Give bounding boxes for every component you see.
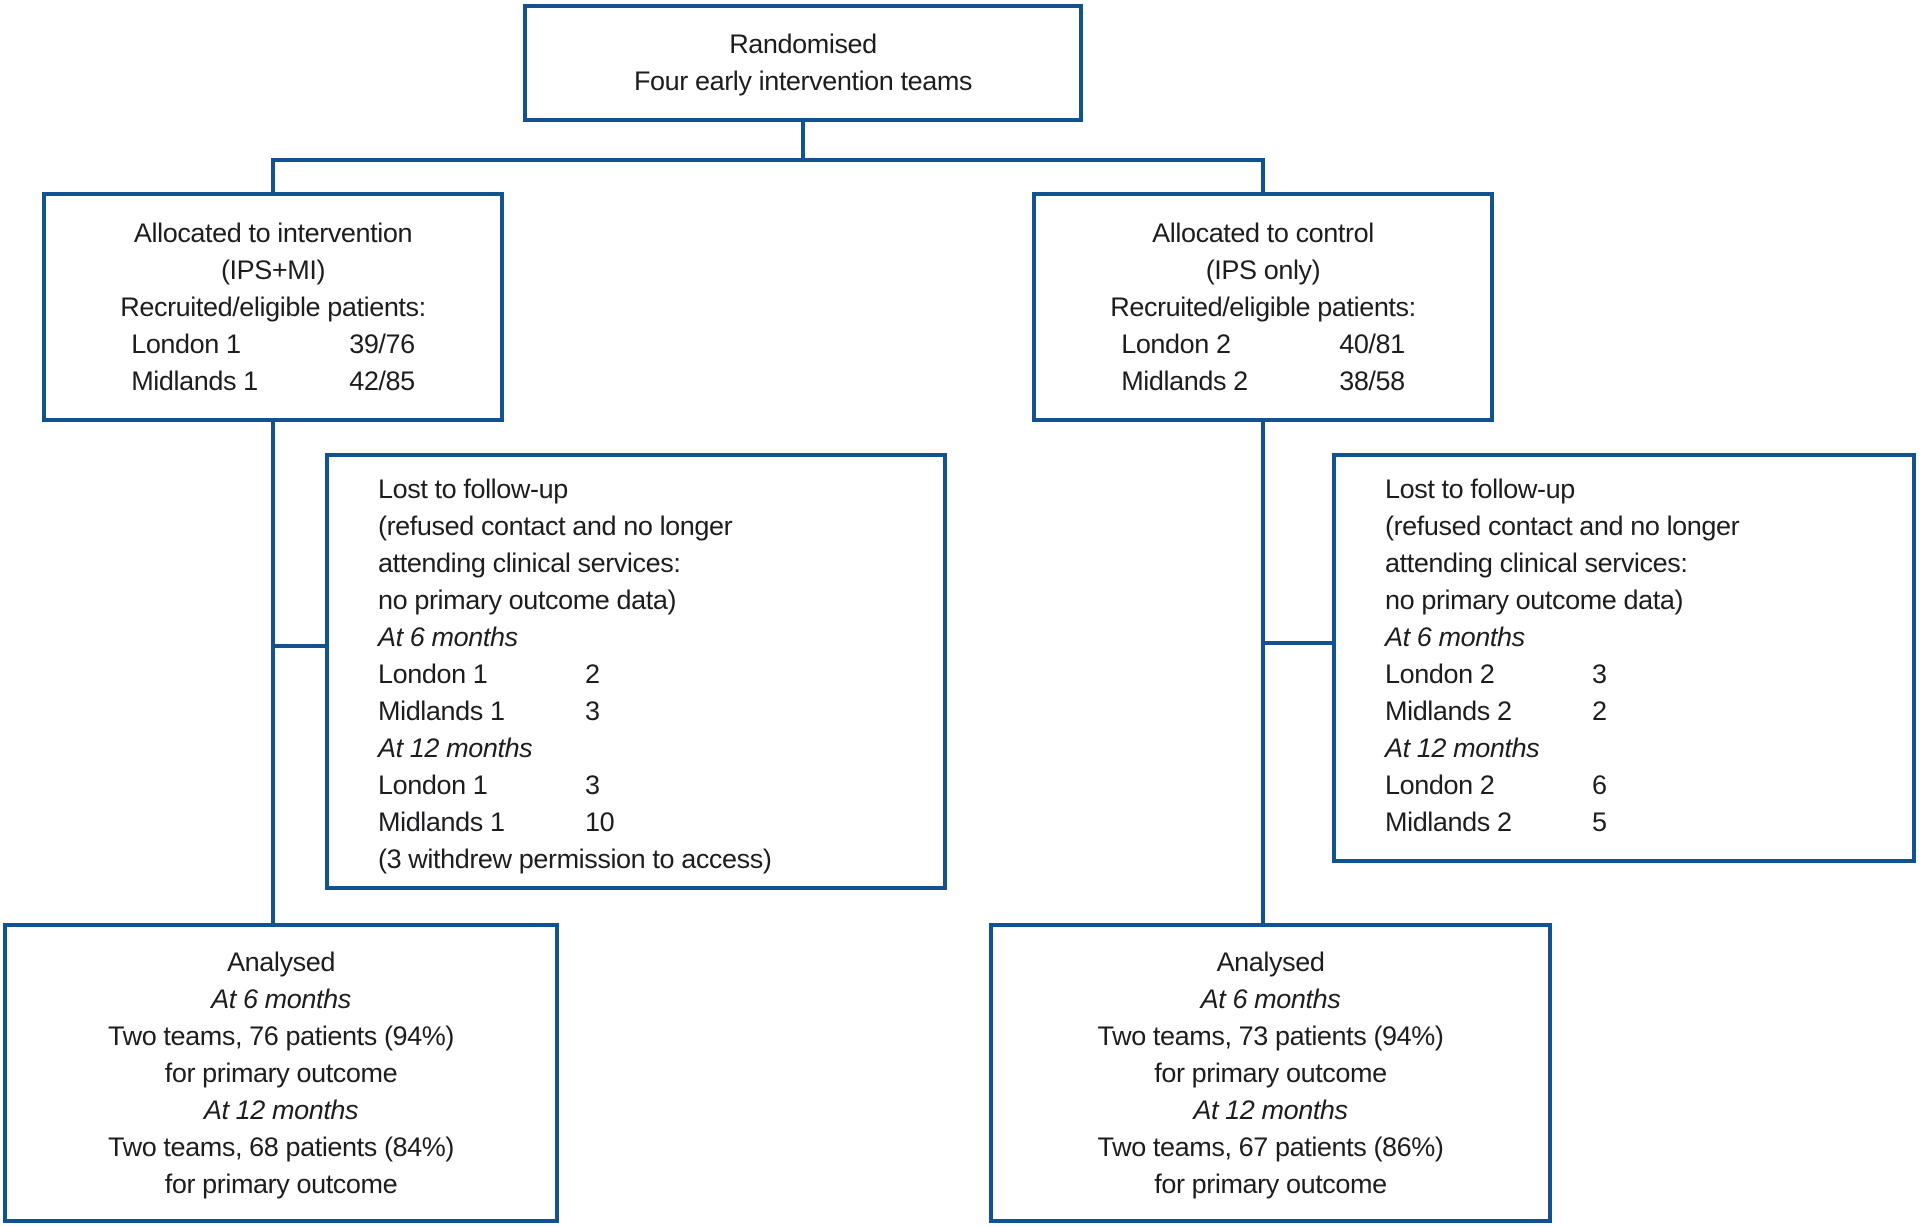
connector-left-main-vertical	[271, 422, 275, 923]
alloc-intervention-subtitle: (IPS+MI)	[220, 254, 326, 285]
site-label: Midlands 1	[131, 365, 258, 396]
site-label: London 1	[378, 770, 488, 800]
alloc-intervention-recruited-label: Recruited/eligible patients:	[120, 291, 426, 322]
site-value: 3	[585, 770, 600, 800]
lost-at6-label: At 6 months	[378, 622, 518, 652]
connector-horizontal-rail	[271, 158, 1265, 162]
lost-reason-line: (refused contact and no longer	[378, 511, 733, 541]
lost-at12-label: At 12 months	[378, 733, 533, 763]
site-label: London 1	[378, 659, 488, 689]
randomised-title: Randomised	[729, 29, 877, 59]
site-value: 6	[1592, 770, 1607, 800]
analysed-outcome-line: for primary outcome	[1154, 1168, 1387, 1199]
alloc-intervention-site-table: London 1 39/76 Midlands 1 42/85	[131, 326, 415, 400]
analysed-at12-label: At 12 months	[203, 1094, 359, 1125]
connector-right-main-vertical	[1261, 422, 1265, 923]
connector-fork-right	[1261, 158, 1265, 192]
box-lost-intervention: Lost to follow-up (refused contact and n…	[325, 453, 947, 890]
site-value: 40/81	[1339, 328, 1405, 359]
lost-at12-label: At 12 months	[1385, 733, 1540, 763]
alloc-control-title: Allocated to control	[1152, 217, 1374, 248]
site-value: 2	[1592, 696, 1607, 726]
analysed-at6-label: At 6 months	[1200, 983, 1341, 1014]
lost-reason-line: (refused contact and no longer	[1385, 511, 1740, 541]
analysed-at6-line: Two teams, 76 patients (94%)	[108, 1020, 454, 1051]
site-label: London 1	[131, 328, 241, 359]
alloc-intervention-title: Allocated to intervention	[133, 217, 413, 248]
lost-intervention-footnote: (3 withdrew permission to access)	[378, 844, 772, 874]
connector-right-stub	[1263, 641, 1332, 645]
alloc-control-subtitle: (IPS only)	[1205, 254, 1321, 285]
box-analysed-intervention: Analysed At 6 months Two teams, 76 patie…	[3, 923, 559, 1223]
box-allocated-control: Allocated to control (IPS only) Recruite…	[1032, 192, 1494, 422]
site-value: 3	[585, 696, 600, 726]
site-label: London 2	[1385, 659, 1495, 689]
site-label: Midlands 1	[378, 807, 505, 837]
site-label: Midlands 2	[1121, 365, 1248, 396]
randomised-subtitle: Four early intervention teams	[633, 66, 973, 96]
lost-intervention-at12-table: London 1 3 Midlands 1 10	[378, 767, 943, 841]
lost-reason-line: attending clinical services:	[378, 548, 681, 578]
analysed-at12-label: At 12 months	[1193, 1094, 1348, 1125]
site-label: Midlands 2	[1385, 696, 1512, 726]
connector-top-vertical	[801, 122, 805, 160]
site-value: 5	[1592, 807, 1607, 837]
alloc-control-recruited-label: Recruited/eligible patients:	[1110, 291, 1416, 322]
site-value: 39/76	[349, 328, 415, 359]
analysed-title: Analysed	[1216, 946, 1325, 977]
lost-reason-line: no primary outcome data)	[378, 585, 677, 615]
analysed-at12-line: Two teams, 68 patients (84%)	[108, 1131, 454, 1162]
analysed-outcome-line: for primary outcome	[164, 1168, 398, 1199]
analysed-outcome-line: for primary outcome	[1154, 1057, 1387, 1088]
site-value: 10	[585, 807, 615, 837]
lost-intervention-at6-table: London 1 2 Midlands 1 3	[378, 656, 943, 730]
lost-reason-line: no primary outcome data)	[1385, 585, 1684, 615]
alloc-control-site-table: London 2 40/81 Midlands 2 38/58	[1121, 326, 1405, 400]
lost-control-at6-table: London 2 3 Midlands 2 2	[1385, 656, 1912, 730]
site-value: 38/58	[1339, 365, 1405, 396]
lost-intervention-title: Lost to follow-up	[378, 474, 568, 504]
analysed-at12-line: Two teams, 67 patients (86%)	[1097, 1131, 1444, 1162]
box-randomised: Randomised Four early intervention teams	[523, 4, 1083, 122]
box-allocated-intervention: Allocated to intervention (IPS+MI) Recru…	[42, 192, 504, 422]
connector-fork-left	[271, 158, 275, 192]
site-value: 3	[1592, 659, 1607, 689]
lost-at6-label: At 6 months	[1385, 622, 1525, 652]
lost-control-title: Lost to follow-up	[1385, 474, 1575, 504]
analysed-at6-label: At 6 months	[211, 983, 351, 1014]
connector-left-stub	[273, 644, 325, 648]
lost-reason-line: attending clinical services:	[1385, 548, 1688, 578]
site-label: London 2	[1385, 770, 1495, 800]
lost-control-at12-table: London 2 6 Midlands 2 5	[1385, 767, 1912, 841]
analysed-at6-line: Two teams, 73 patients (94%)	[1097, 1020, 1444, 1051]
site-value: 42/85	[349, 365, 415, 396]
analysed-outcome-line: for primary outcome	[164, 1057, 398, 1088]
site-value: 2	[585, 659, 600, 689]
site-label: Midlands 1	[378, 696, 505, 726]
box-lost-control: Lost to follow-up (refused contact and n…	[1332, 453, 1916, 863]
box-analysed-control: Analysed At 6 months Two teams, 73 patie…	[989, 923, 1552, 1223]
analysed-title: Analysed	[227, 946, 335, 977]
site-label: Midlands 2	[1385, 807, 1512, 837]
site-label: London 2	[1121, 328, 1231, 359]
